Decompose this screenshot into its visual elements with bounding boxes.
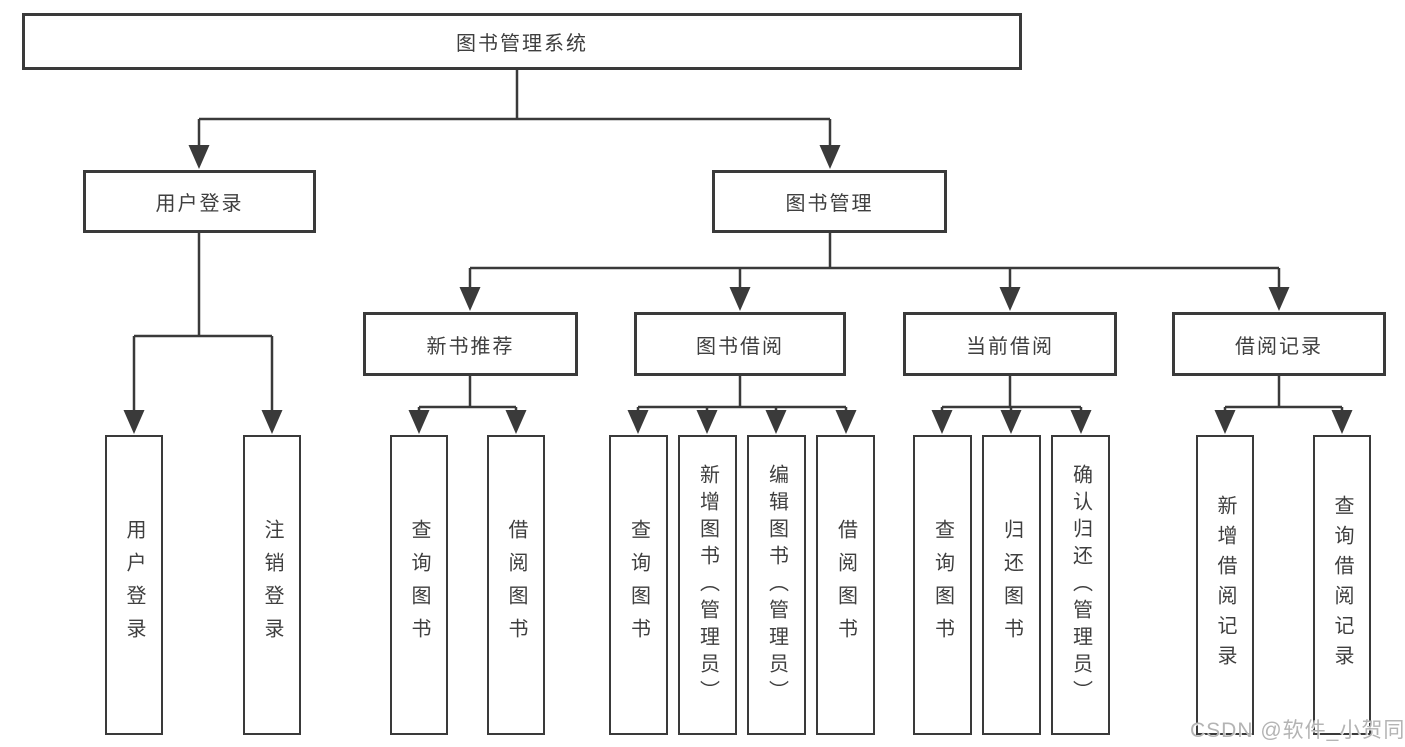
node-label: 图书借阅 bbox=[696, 335, 784, 358]
leaf-query-books-recommend: 查询图书 bbox=[390, 435, 448, 735]
tree-edges bbox=[132, 69, 1344, 412]
node-current-borrowing: 当前借阅 bbox=[903, 312, 1117, 376]
leaf-add-books-admin: 新增图书（管理员） bbox=[678, 435, 737, 735]
node-label: 新书推荐 bbox=[426, 335, 515, 358]
node-label: 借阅图书 bbox=[505, 519, 527, 651]
node-user-login: 用户登录 bbox=[83, 170, 316, 233]
node-label: 查询借阅记录 bbox=[1331, 495, 1353, 675]
node-label: 查询图书 bbox=[408, 519, 430, 651]
node-label: 注销登录 bbox=[261, 519, 283, 651]
node-label: 确认归还（管理员） bbox=[1069, 463, 1092, 707]
leaf-query-books-current: 查询图书 bbox=[913, 435, 972, 735]
leaf-edit-books-admin: 编辑图书（管理员） bbox=[747, 435, 806, 735]
leaf-logout: 注销登录 bbox=[243, 435, 301, 735]
node-label: 查询图书 bbox=[627, 519, 650, 651]
node-label: 新增图书（管理员） bbox=[696, 463, 719, 707]
node-label: 归还图书 bbox=[1000, 519, 1023, 651]
leaf-add-borrow-record: 新增借阅记录 bbox=[1196, 435, 1254, 735]
node-new-book-recommendation: 新书推荐 bbox=[363, 312, 578, 376]
node-label: 新增借阅记录 bbox=[1214, 495, 1236, 675]
node-label: 图书管理 bbox=[785, 193, 874, 215]
arrowheads bbox=[123, 145, 1353, 434]
node-label: 查询图书 bbox=[931, 519, 954, 651]
leaf-return-books: 归还图书 bbox=[982, 435, 1041, 735]
leaf-query-borrow-record: 查询借阅记录 bbox=[1313, 435, 1371, 735]
csdn-watermark: CSDN @软件_小贺同学 bbox=[1190, 719, 1405, 742]
node-label: 图书管理系统 bbox=[456, 33, 588, 55]
node-library-management-system: 图书管理系统 bbox=[22, 13, 1022, 70]
node-book-borrowing: 图书借阅 bbox=[634, 312, 846, 376]
node-borrowing-records: 借阅记录 bbox=[1172, 312, 1386, 376]
node-label: 编辑图书（管理员） bbox=[765, 463, 788, 707]
node-label: 用户登录 bbox=[123, 519, 145, 651]
node-book-management: 图书管理 bbox=[712, 170, 947, 233]
node-label: 当前借阅 bbox=[966, 335, 1054, 358]
node-label: 用户登录 bbox=[155, 193, 244, 215]
leaf-borrow-books-recommend: 借阅图书 bbox=[487, 435, 545, 735]
leaf-confirm-return-admin: 确认归还（管理员） bbox=[1051, 435, 1110, 735]
node-label: 借阅图书 bbox=[834, 519, 857, 651]
leaf-borrow-books-borrowing: 借阅图书 bbox=[816, 435, 875, 735]
leaf-query-books-borrowing: 查询图书 bbox=[609, 435, 668, 735]
leaf-user-login: 用户登录 bbox=[105, 435, 163, 735]
node-label: 借阅记录 bbox=[1235, 335, 1323, 358]
